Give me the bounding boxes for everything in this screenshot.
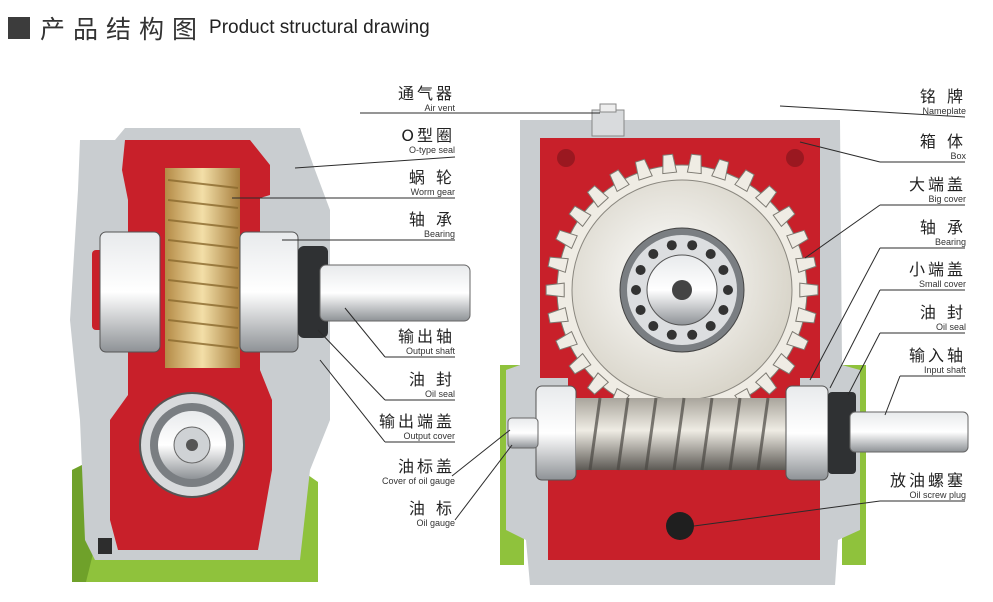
left-section-view: [70, 128, 471, 582]
label-oil-screw-plug: 放油螺塞 Oil screw plug: [889, 471, 966, 501]
gear-tooth: [795, 307, 817, 324]
label-input-shaft: 输入轴 Input shaft: [908, 346, 966, 376]
title-square-icon: [8, 17, 30, 39]
label-oil-seal-left: 油 封 Oil seal: [408, 370, 455, 400]
gear-tooth: [545, 282, 565, 298]
leader-lines: [232, 105, 966, 527]
gear-tooth: [555, 229, 578, 250]
label-big-cover: 大端盖 Big cover: [908, 175, 966, 205]
bearing-ball: [687, 329, 698, 340]
left-output-shaft: [319, 264, 471, 322]
gear-tooth: [786, 330, 809, 351]
gear-tooth: [555, 330, 578, 351]
bearing-ball: [723, 285, 733, 295]
gear-tooth: [795, 256, 817, 273]
right-section-view: [500, 103, 969, 585]
air-vent-part: [591, 109, 625, 137]
gear-tooth: [547, 307, 569, 324]
gear-tooth: [662, 153, 678, 175]
label-output-shaft: 输出轴 Output shaft: [397, 327, 455, 357]
bearing-ball: [631, 285, 641, 295]
bearing-ball: [648, 321, 659, 331]
gear-tooth: [754, 372, 778, 395]
left-oil-plug: [98, 538, 112, 554]
gear-tooth: [586, 185, 610, 208]
gear-tooth: [734, 169, 755, 193]
label-air-vent: 通气器 Air vent: [397, 84, 455, 114]
label-oil-gauge: 油 标 Oil gauge: [408, 499, 455, 529]
gear-tooth: [568, 205, 592, 228]
bearing-ball: [718, 265, 729, 275]
label-bearing-right: 轴 承 Bearing: [919, 218, 966, 248]
right-bearing-right: [785, 385, 829, 481]
label-nameplate: 铭 牌 Nameplate: [919, 87, 966, 117]
title-en: Product structural drawing: [209, 17, 430, 38]
bearing-ball: [705, 321, 716, 331]
label-output-cover: 输出端盖 Output cover: [378, 412, 455, 442]
oil-screw-plug-part: [666, 512, 694, 540]
gear-tooth: [686, 153, 702, 175]
bearing-ball: [635, 265, 646, 275]
bearing-ball: [666, 329, 677, 340]
gear-tooth: [568, 352, 592, 375]
page-header: 产品结构图 Product structural drawing: [8, 10, 430, 46]
input-shaft: [849, 411, 969, 453]
bearing-ball: [648, 249, 659, 259]
gear-tooth: [772, 352, 796, 375]
right-oil-seal: [828, 392, 856, 474]
gear-tooth: [547, 256, 569, 273]
gear-tooth: [609, 169, 630, 193]
gear-tooth: [586, 372, 610, 395]
gear-tooth: [799, 282, 819, 298]
gear-tooth: [786, 229, 809, 250]
bearing-ball: [666, 240, 677, 251]
gear-tooth: [754, 185, 778, 208]
gear-tooth: [634, 158, 653, 181]
bearing-ball: [635, 305, 646, 315]
left-bearing-b: [239, 231, 299, 353]
right-bearing-left: [535, 385, 577, 481]
bearing-ball: [718, 305, 729, 315]
bearing-ball: [687, 240, 698, 251]
left-worm-gear: [165, 168, 240, 368]
label-worm-gear: 蜗 轮 Worm gear: [408, 168, 455, 198]
label-oil-seal-right: 油 封 Oil seal: [919, 303, 966, 333]
label-oil-gauge-cover: 油标盖 Cover of oil gauge: [381, 457, 455, 487]
title-cn: 产品结构图: [40, 15, 206, 44]
label-o-ring: O型圈 O-type seal: [401, 126, 455, 156]
bearing-ball: [705, 249, 716, 259]
oil-gauge-part: [507, 417, 539, 449]
label-box: 箱 体 Box: [919, 132, 966, 162]
left-bearing-a: [99, 231, 161, 353]
label-bearing-left: 轴 承 Bearing: [408, 210, 455, 240]
label-small-cover: 小端盖 Small cover: [908, 260, 966, 290]
gear-tooth: [711, 158, 730, 181]
gear-tooth: [772, 205, 796, 228]
